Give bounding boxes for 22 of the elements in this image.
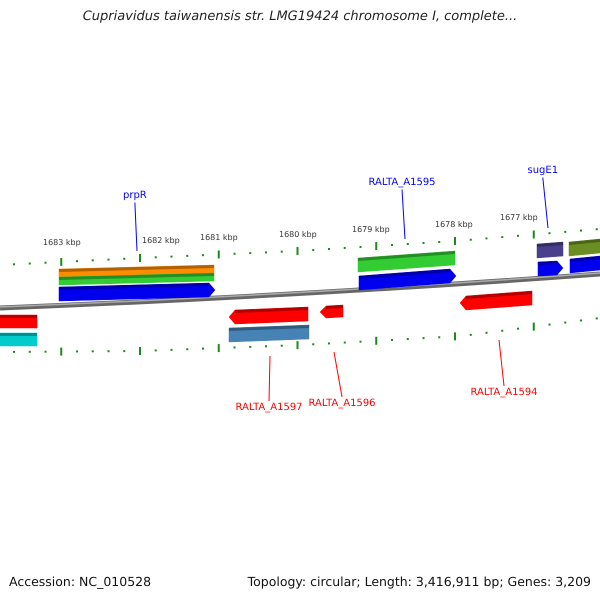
leader-line <box>134 202 138 252</box>
gene-label: RALTA_A1594 <box>470 387 538 398</box>
scale-label: 1677 kbp <box>500 213 538 222</box>
gene-label: RALTA_A1597 <box>236 402 303 414</box>
gene-label: sugE1 <box>528 165 558 176</box>
leader-line <box>334 352 343 398</box>
footer-text: Accession: NC_010528 <box>9 575 152 590</box>
scale-label: 1678 kbp <box>435 220 473 230</box>
leader-line <box>542 177 548 228</box>
leader-line <box>402 189 406 240</box>
scale-label: 1681 kbp <box>200 233 238 242</box>
gene-label: RALTA_A1596 <box>308 398 376 410</box>
scale-label: 1679 kbp <box>352 225 390 234</box>
gene-label: RALTA_A1595 <box>368 177 436 188</box>
gene-label: prpR <box>123 190 147 202</box>
scale-label: 1683 kbp <box>43 238 81 248</box>
leader-line <box>268 356 270 402</box>
footer-text: Topology: circular; Length: 3,416,911 bp; Genes: 3,209 <box>248 575 591 590</box>
leader-line <box>498 340 505 386</box>
chart-title: Cupriavidus taiwanensis str. LMG19424 chromosome I, complete... <box>82 10 518 25</box>
scale-label: 1682 kbp <box>142 236 180 246</box>
scale-label: 1680 kbp <box>279 230 317 240</box>
